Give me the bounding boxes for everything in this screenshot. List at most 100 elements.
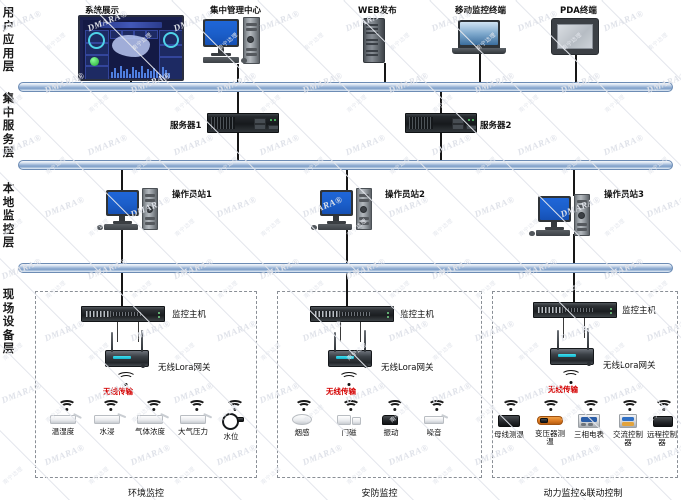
- remote-controller-icon: [653, 416, 673, 427]
- keyboard-icon: [203, 57, 239, 63]
- wifi-icon-gas-concentration: [144, 400, 163, 411]
- group2-wireless-label: 无线传输: [326, 387, 356, 396]
- rack-server-icon-1: [207, 113, 279, 133]
- operator-1-tower-icon: [142, 188, 158, 230]
- connector-group1-host-gateway-a: [117, 322, 118, 342]
- connector-group1-host-gateway-b: [138, 322, 139, 342]
- label-sensor-three-phase-meter: 三相电表: [574, 430, 604, 439]
- laptop-base-icon: [452, 48, 506, 54]
- label-sensor-atmospheric-pressure: 大气压力: [178, 427, 208, 436]
- desktop-monitor-icon: [203, 19, 239, 47]
- group3-host-label: 监控主机: [622, 306, 657, 316]
- label-sensor-noise: 噪音: [426, 428, 442, 437]
- wifi-icon-busbar-temperature: [501, 400, 520, 411]
- connector-group2-host-gateway-b: [360, 322, 361, 342]
- label-operator-station-2: 操作员站2: [385, 190, 425, 200]
- label-sensor-water-leak: 水浸: [99, 427, 115, 436]
- label-server-2: 服务器2: [480, 121, 512, 131]
- label-sensor-water-level: 水位: [223, 432, 239, 441]
- door-contact-sensor-icon: [337, 415, 351, 425]
- operator-1-keyboard-icon: [104, 224, 138, 230]
- layer-label-field-device: 现场设备层: [2, 287, 15, 356]
- operator-2-tower-icon: [356, 188, 372, 230]
- operator-2-keyboard-icon: [318, 224, 352, 230]
- smoke-detector-icon: [292, 414, 312, 425]
- connector-group1-host-up: [121, 273, 123, 307]
- label-sensor-remote-controller: 远程控制器: [647, 430, 677, 448]
- label-sensor-transformer-temperature: 变压器测温: [535, 429, 565, 447]
- layer-label-central-service: 集中服务层: [2, 91, 15, 160]
- group1-gateway-label: 无线Lora网关: [158, 363, 211, 373]
- environment-monitoring-group-box: [35, 291, 257, 478]
- environment-monitoring-group-title: 环境监控: [127, 489, 164, 499]
- wifi-icon-three-phase-meter: [581, 400, 600, 411]
- wifi-icon-smoke: [294, 400, 313, 411]
- operator-3-monitor-icon: [538, 196, 571, 222]
- connector-operator-1-up: [121, 170, 123, 192]
- label-sensor-busbar-temperature: 母线测温: [494, 430, 524, 439]
- connector-group3-host-up: [573, 273, 575, 303]
- operator-2-monitor-icon: [320, 190, 353, 216]
- connector-group3-host-gateway-a: [563, 318, 564, 338]
- wifi-icon-water-level: [225, 400, 244, 411]
- operator-1-mouse-icon: [97, 225, 103, 230]
- wifi-icon-vibration: [385, 400, 404, 411]
- rack-server-icon-2: [405, 113, 477, 133]
- wifi-icon-transformer-temperature: [541, 400, 560, 411]
- label-operator-station-3: 操作员站3: [604, 190, 644, 200]
- connector-pda-terminal: [575, 55, 577, 84]
- label-mobile-monitoring-terminal: 移动监控终端: [455, 6, 507, 16]
- gas-concentration-sensor-icon: [137, 415, 163, 424]
- label-web-publishing: WEB发布: [358, 6, 397, 16]
- desktop-tower-icon: [243, 17, 260, 64]
- connector-group3-host-gateway-b: [584, 318, 585, 338]
- wifi-icon-water-leak: [101, 400, 120, 411]
- wifi-icon-temp-humidity: [57, 400, 76, 411]
- dashboard-monitor-icon: [78, 15, 184, 81]
- label-operator-station-1: 操作员站1: [172, 190, 212, 200]
- noise-sensor-icon: [424, 416, 444, 424]
- label-sensor-smoke: 烟感: [294, 428, 310, 437]
- connector-web-publishing: [384, 63, 386, 84]
- wifi-icon-door-contact: [341, 400, 360, 411]
- laptop-screen-icon: [458, 20, 500, 48]
- label-sensor-vibration: 振动: [383, 428, 399, 437]
- label-sensor-temp-humidity: 温湿度: [51, 427, 75, 436]
- power-monitoring-group-title: 动力监控&联动控制: [543, 489, 623, 499]
- wifi-icon-atmospheric-pressure: [187, 400, 206, 411]
- power-monitoring-group-box: [492, 291, 678, 478]
- operator-3-tower-icon: [574, 194, 590, 236]
- connector-operator-3-down: [573, 234, 575, 266]
- atmospheric-pressure-sensor-icon: [180, 415, 206, 424]
- group2-gateway-label: 无线Lora网关: [381, 363, 434, 373]
- mouse-icon: [241, 58, 247, 63]
- connector-operator-2-down: [346, 228, 348, 266]
- connector-group2-host-up: [346, 273, 348, 307]
- operator-1-monitor-icon: [106, 190, 139, 216]
- operator-3-keyboard-icon: [536, 230, 570, 236]
- connector-server-1-up: [237, 92, 239, 114]
- layer-label-user-application: 用户应用层: [2, 5, 15, 74]
- connector-central-management-center: [237, 64, 239, 84]
- connector-group2-host-gateway-a: [340, 322, 341, 342]
- tower-server-icon: [363, 18, 385, 63]
- connector-operator-2-up: [346, 170, 348, 192]
- group1-host-label: 监控主机: [172, 310, 207, 320]
- wifi-icon-ac-controller: [620, 400, 639, 411]
- label-system-display: 系统展示: [85, 6, 120, 16]
- connector-mobile-monitoring-terminal: [479, 54, 481, 84]
- label-server-1: 服务器1: [170, 121, 202, 131]
- operator-2-mouse-icon: [311, 225, 317, 230]
- bus-service-layer: [18, 160, 673, 170]
- connector-server-1-down: [237, 132, 239, 162]
- group2-host-label: 监控主机: [400, 310, 435, 320]
- connector-server-2-down: [440, 132, 442, 162]
- operator-3-mouse-icon: [529, 231, 535, 236]
- label-central-management-center: 集中管理中心: [210, 6, 262, 16]
- connector-operator-1-down: [121, 228, 123, 266]
- group3-gateway-label: 无线Lora网关: [603, 361, 656, 371]
- label-sensor-ac-controller: 交流控制器: [613, 430, 643, 448]
- group1-wireless-label: 无线传输: [103, 387, 133, 396]
- vibration-sensor-icon: [382, 415, 398, 425]
